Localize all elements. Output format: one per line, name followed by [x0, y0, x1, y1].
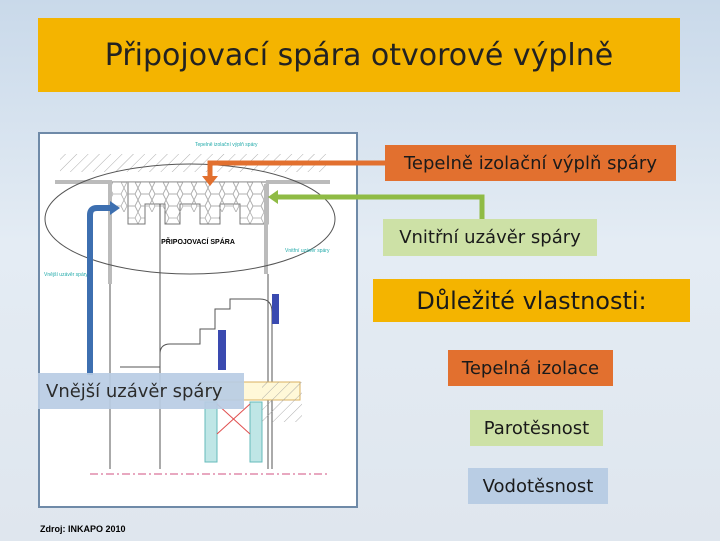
callout-outer-seal: Vnější uzávěr spáry	[38, 373, 244, 409]
green-arrow-head	[268, 190, 278, 204]
properties-heading: Důležité vlastnosti:	[373, 279, 690, 322]
gasket	[272, 294, 279, 324]
orange-arrow-head	[202, 176, 218, 186]
detail-ellipse	[44, 163, 336, 275]
green-arrow	[276, 194, 485, 220]
source-note: Zdroj: INKAPO 2010	[40, 524, 126, 534]
property-water-tightness: Vodotěsnost	[468, 468, 608, 504]
sash-hatch	[262, 382, 302, 422]
thermal-fill-top	[108, 182, 268, 212]
fill-label: Tepelně izolační výplň spáry	[195, 142, 258, 148]
wall-hatch	[60, 154, 330, 172]
orange-arrow	[207, 160, 386, 178]
inner-label: Vnitřní uzávěr spáry	[285, 248, 330, 254]
outer-label: Vnější uzávěr spáry	[44, 272, 88, 278]
spacer	[216, 403, 251, 435]
property-thermal-insulation: Tepelná izolace	[448, 350, 613, 386]
outer-seal	[55, 180, 112, 284]
glass	[249, 401, 263, 463]
slide-title: Připojovací spára otvorové výplně	[38, 18, 680, 92]
callout-thermal-fill: Tepelně izolační výplň spáry	[385, 145, 676, 181]
property-vapour-tightness: Parotěsnost	[470, 410, 603, 446]
window-profile	[159, 298, 273, 469]
joint-label: PŘIPOJOVACÍ SPÁRA	[161, 237, 235, 246]
gasket	[218, 330, 226, 370]
blue-arrow-head	[110, 201, 120, 215]
blue-arrow	[87, 205, 112, 375]
callout-inner-seal: Vnitřní uzávěr spáry	[383, 219, 597, 256]
